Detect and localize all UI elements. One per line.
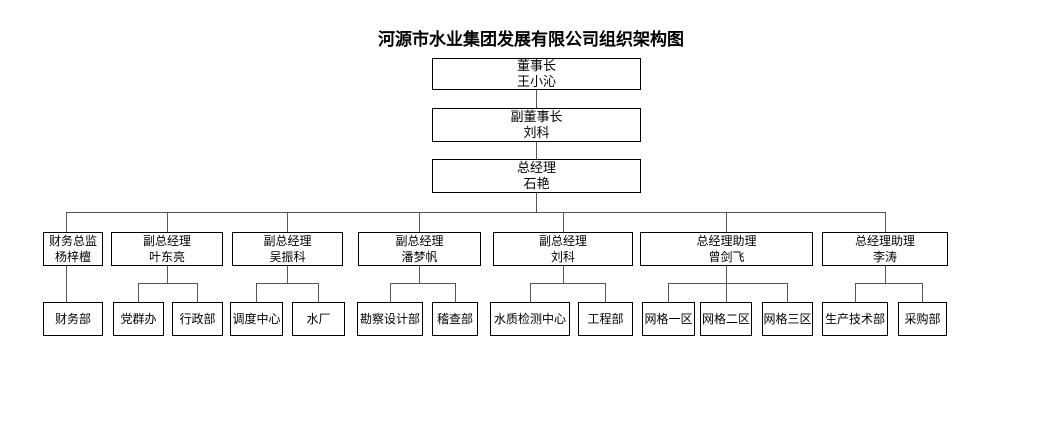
org-node-dept-grid-zone-1: 网格一区	[642, 302, 695, 336]
org-node-dept-admin: 行政部	[172, 302, 223, 336]
person-name: 叶东亮	[148, 250, 185, 264]
org-node-dept-grid-zone-2: 网格二区	[700, 302, 752, 336]
org-node-finance-director: 财务总监 杨梓檀	[43, 232, 103, 266]
dept-label: 生产技术部	[824, 312, 885, 326]
role-label: 副总经理	[142, 234, 191, 248]
role-label: 副总经理	[395, 234, 444, 248]
connector-path	[66, 90, 923, 302]
person-name: 杨梓檀	[54, 250, 91, 264]
dept-label: 工程部	[587, 312, 624, 326]
org-node-vice-chairman: 副董事长 刘科	[432, 108, 641, 142]
person-name: 潘梦帆	[401, 250, 438, 264]
org-node-dept-survey-design: 勘察设计部	[357, 302, 423, 336]
dept-label: 调度中心	[232, 312, 281, 326]
role-label: 副董事长	[510, 109, 563, 124]
dept-label: 网格一区	[644, 312, 693, 326]
role-label: 董事长	[516, 58, 556, 73]
org-node-dept-production-tech: 生产技术部	[822, 302, 888, 336]
dept-label: 水厂	[306, 312, 331, 326]
dept-label: 采购部	[904, 312, 941, 326]
person-name: 王小沁	[516, 74, 556, 89]
org-node-dept-party-office: 党群办	[113, 302, 164, 336]
dept-label: 网格二区	[701, 312, 750, 326]
role-label: 副总经理	[263, 234, 312, 248]
role-label: 总经理	[516, 160, 556, 175]
org-node-general-manager: 总经理 石艳	[432, 159, 641, 193]
person-name: 刘科	[523, 125, 550, 140]
org-node-dept-inspection: 稽查部	[432, 302, 478, 336]
org-node-chairman: 董事长 王小沁	[432, 58, 641, 90]
org-node-gm-assistant-li: 总经理助理 李涛	[822, 232, 948, 266]
role-label: 总经理助理	[696, 234, 757, 248]
person-name: 李涛	[872, 250, 897, 264]
dept-label: 勘察设计部	[359, 312, 420, 326]
org-node-deputy-gm-liu: 副总经理 刘科	[493, 232, 633, 266]
dept-label: 稽查部	[436, 312, 473, 326]
org-node-dept-grid-zone-3: 网格三区	[762, 302, 813, 336]
org-node-dept-water-quality-center: 水质检测中心	[490, 302, 570, 336]
org-node-dept-engineering: 工程部	[578, 302, 633, 336]
dept-label: 党群办	[120, 312, 157, 326]
dept-label: 财务部	[54, 312, 91, 326]
org-node-dept-procurement: 采购部	[898, 302, 947, 336]
role-label: 总经理助理	[854, 234, 915, 248]
person-name: 石艳	[523, 176, 550, 191]
dept-label: 网格三区	[763, 312, 812, 326]
person-name: 刘科	[550, 250, 575, 264]
org-node-deputy-gm-pan: 副总经理 潘梦帆	[358, 232, 481, 266]
person-name: 曾剑飞	[708, 250, 745, 264]
org-node-dept-finance: 财务部	[43, 302, 103, 336]
dept-label: 水质检测中心	[493, 312, 566, 326]
chart-title: 河源市水业集团发展有限公司组织架构图	[378, 30, 684, 49]
org-node-dept-dispatch-center: 调度中心	[230, 302, 283, 336]
org-node-deputy-gm-ye: 副总经理 叶东亮	[111, 232, 223, 266]
org-node-deputy-gm-wu: 副总经理 吴振科	[232, 232, 343, 266]
dept-label: 行政部	[179, 312, 216, 326]
org-node-dept-water-plant: 水厂	[292, 302, 345, 336]
role-label: 财务总监	[48, 234, 97, 248]
role-label: 副总经理	[538, 234, 587, 248]
person-name: 吴振科	[269, 250, 306, 264]
org-node-gm-assistant-zeng: 总经理助理 曾剑飞	[640, 232, 813, 266]
